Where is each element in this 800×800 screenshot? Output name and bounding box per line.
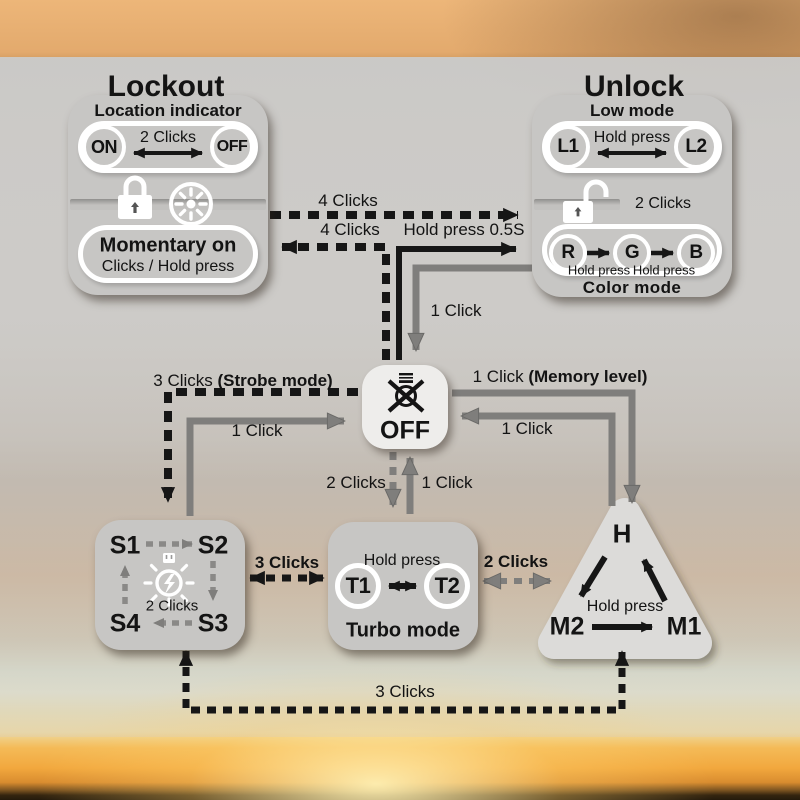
turbo-title: Turbo mode [345,619,461,642]
label-off-to-memory-prefix: 1 Click [472,367,529,386]
label-turbo-to-off: 1 Click [421,473,473,492]
node-off-lockout-label: OFF [216,138,248,155]
label-off-to-turbo: 2 Clicks [326,473,386,492]
label-off-to-memory: 1 Click (Memory level) [473,367,648,387]
color-mode-pill [542,224,722,276]
arrow-strobe-to-off [186,412,346,516]
node-h: H [612,518,632,549]
node-s2: S2 [197,531,229,560]
label-lockout-to-unlock: 4 Clicks [318,191,378,210]
node-g: G [613,234,651,272]
node-b: B [677,234,715,272]
node-on-label: ON [91,136,118,157]
label-gb-hold: Hold press [632,262,696,278]
lock-closed-icon [117,174,153,225]
label-unlock-to-off: 1 Click [430,301,482,320]
node-t2-label: T2 [434,573,460,598]
label-rg-hold: Hold press [567,262,631,278]
arrow-m1-to-h [641,558,668,603]
unlock-title: Unlock [583,70,685,103]
strobe-bulb-icon [143,551,195,616]
label-turbo-hold: Hold press [363,552,441,569]
node-t1: T1 [335,563,381,609]
node-s3: S3 [197,609,229,638]
label-strobe-cycle: 2 Clicks [145,597,199,615]
lockout-groove [70,199,266,210]
arrow-off-to-unlock [396,241,517,360]
label-memory-hold: Hold press [586,598,664,615]
label-memory-to-off: 1 Click [501,419,553,438]
arrow-unlock-to-off [407,264,532,352]
node-m1: M1 [666,612,702,641]
bulb-off-icon [382,372,430,419]
node-r-label: R [561,242,575,263]
node-l1: L1 [546,125,590,169]
node-g-label: G [624,242,640,263]
node-l2-label: L2 [685,136,707,157]
node-l2: L2 [674,125,718,169]
node-l1-label: L1 [557,136,579,157]
label-unlock-vertical: 2 Clicks [634,195,692,212]
node-b-label: B [689,242,703,263]
node-off-lockout: OFF [210,125,254,169]
label-off-to-strobe-bold: (Strobe mode) [217,371,333,390]
momentary-title: Momentary on [99,234,237,257]
lockout-subtitle: Location indicator [94,101,242,120]
low-mode-pill [542,121,722,173]
node-on: ON [82,125,126,169]
label-lockout-toggle: 2 Clicks [139,129,197,146]
label-off-to-lockout: 4 Clicks [320,220,380,239]
node-s1: S1 [109,531,141,560]
arrow-off-to-memory [452,389,641,504]
label-off-to-memory-bold: (Memory level) [528,367,648,386]
label-off-to-strobe-prefix: 3 Clicks [153,371,218,390]
node-t1-label: T1 [345,573,371,598]
node-t2: T2 [424,563,470,609]
label-bottom-3clicks: 3 Clicks [375,682,435,701]
label-off-to-unlock: Hold press 0.5S [403,220,525,239]
indicator-icon [168,181,214,232]
momentary-pill [78,225,258,283]
label-strobe-to-off: 1 Click [231,421,283,440]
arrow-h-to-m2 [578,555,608,598]
off-node-label: OFF [380,416,430,445]
label-turbo-memory: 2 Clicks [483,552,549,571]
color-mode-footer: Color mode [582,278,682,297]
lockout-title: Lockout [107,70,225,103]
label-strobe-turbo: 3 Clicks [254,553,320,572]
node-m2: M2 [549,612,585,641]
label-low-toggle: Hold press [593,129,671,146]
arrow-bottom-memory-strobe [178,650,630,714]
node-r: R [549,234,587,272]
unlock-subtitle: Low mode [589,101,675,120]
arrow-off-to-strobe [160,388,358,503]
lockout-onoff-pill [78,121,258,173]
momentary-subtitle: Clicks / Hold press [101,258,235,275]
node-s4: S4 [109,609,141,638]
label-off-to-strobe: 3 Clicks (Strobe mode) [153,371,332,391]
arrow-memory-to-off [460,407,616,506]
lock-open-icon [562,178,612,229]
